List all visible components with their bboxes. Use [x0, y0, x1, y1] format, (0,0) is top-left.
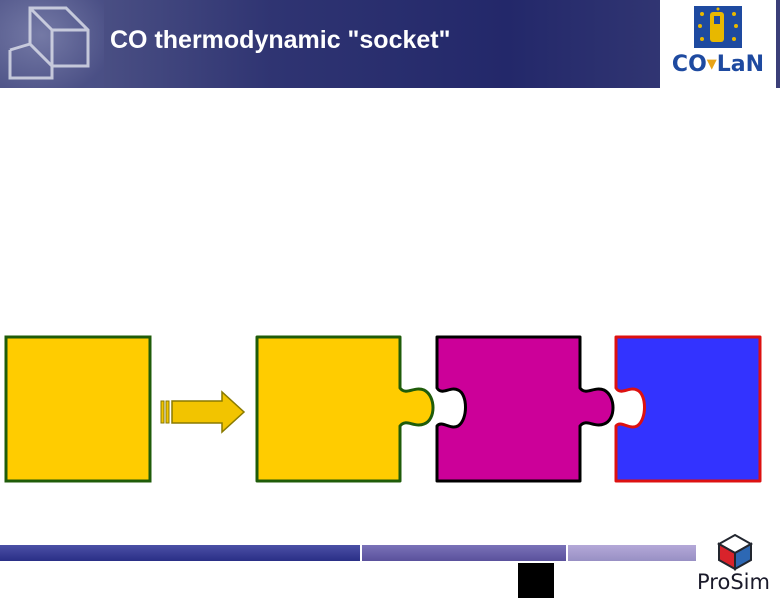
yellow-puzzle-piece: [255, 335, 435, 483]
socket-diagram: [4, 335, 762, 483]
cube-icon: [0, 0, 104, 88]
prosim-cube-icon: [716, 533, 754, 571]
colan-mark-icon: [694, 6, 742, 48]
arrow-right-icon: [160, 390, 246, 434]
prosim-wordmark: ProSim: [697, 570, 770, 594]
footer-bar-light: [568, 545, 696, 561]
magenta-puzzle-piece: [435, 335, 615, 483]
colan-logo: CO▼LaN: [660, 0, 776, 88]
blue-puzzle-piece: [614, 335, 762, 483]
page-title: CO thermodynamic "socket": [110, 26, 451, 54]
footer-bar-dark: [0, 545, 360, 561]
header-banner: CO thermodynamic "socket" CO▼LaN: [0, 0, 780, 88]
footer-bar-mid: [362, 545, 566, 561]
yellow-block-left: [4, 335, 152, 483]
black-square: [518, 563, 554, 598]
colan-wordmark: CO▼LaN: [671, 52, 765, 77]
